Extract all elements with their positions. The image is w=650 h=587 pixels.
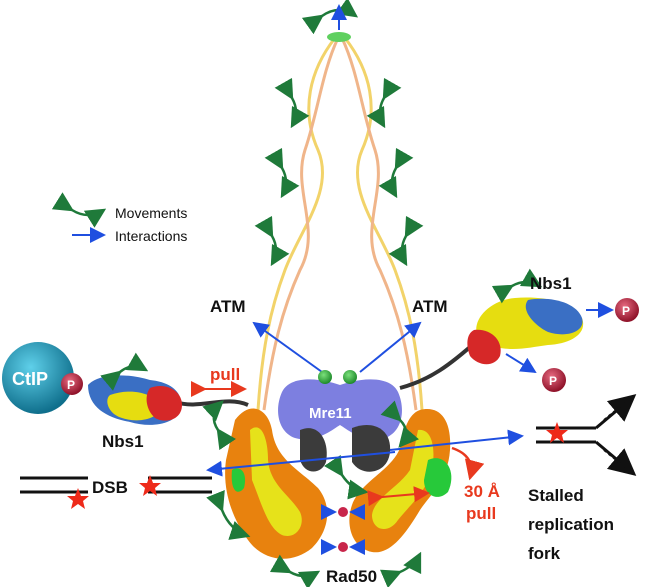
atp-upper-dot xyxy=(338,507,348,517)
nbs1-left-movement xyxy=(100,352,149,391)
nbs1-right-p-arrow-2 xyxy=(505,353,537,374)
hook-movement-arrow xyxy=(301,0,359,35)
ctip-sphere xyxy=(2,342,74,414)
nbs1-right-phospho-1 xyxy=(615,298,639,322)
left-linker xyxy=(174,399,249,407)
pull-right-label-1: 30 Å xyxy=(464,482,500,501)
legend-movements: Movements xyxy=(115,205,187,221)
stalled-fork xyxy=(536,394,637,476)
fork-label-1: Stalled xyxy=(528,486,584,505)
atm-right-label: ATM xyxy=(412,297,448,316)
mre11-label: Mre11 xyxy=(309,405,352,422)
phospho-label-1: P xyxy=(622,304,630,318)
fork-label-2: replication xyxy=(528,515,614,534)
dsb-star-left xyxy=(67,488,89,509)
ctip-phospho-label: P xyxy=(67,378,75,392)
atp-lower-dot xyxy=(338,542,348,552)
atm-left-arrow xyxy=(252,321,323,373)
legend-interactions: Interactions xyxy=(115,228,187,244)
ctip-label: CtIP xyxy=(12,369,48,389)
pull-left-label: pull xyxy=(210,365,240,384)
dsb-star-right xyxy=(139,475,161,496)
coil-movement-arrows xyxy=(254,77,424,267)
phospho-label-2: P xyxy=(549,374,557,388)
rad50-label: Rad50 xyxy=(326,567,377,586)
fork-label-3: fork xyxy=(528,544,561,563)
movement-legend-icon xyxy=(51,192,107,228)
fork-star xyxy=(546,422,568,443)
dsb-interaction-arrow xyxy=(206,451,396,477)
pull-right-label-2: pull xyxy=(466,504,496,523)
rad50-coiled-coils xyxy=(256,37,424,411)
mre11-dimer: Mre11 xyxy=(278,370,402,472)
pull-right-arrow xyxy=(367,486,430,507)
dsb-label: DSB xyxy=(92,478,128,497)
nbs1-left xyxy=(88,375,182,425)
rad50-movement-arrows xyxy=(202,400,422,587)
nbs1-right xyxy=(467,297,584,365)
legend: Movements Interactions xyxy=(51,192,187,244)
atm-left-label: ATM xyxy=(210,297,246,316)
ctip-phospho xyxy=(61,373,83,395)
nbs1-right-movement xyxy=(491,268,543,304)
rad50-left-head xyxy=(225,408,328,559)
nbs1-left-label: Nbs1 xyxy=(102,432,144,451)
nbs1-right-label: Nbs1 xyxy=(530,274,572,293)
fork-interaction-arrow xyxy=(389,429,524,451)
pull-right-curve xyxy=(451,446,485,481)
zinc-hook xyxy=(327,32,351,42)
nbs1-right-phospho-2 xyxy=(542,368,566,392)
atm-right-arrow xyxy=(359,321,422,373)
